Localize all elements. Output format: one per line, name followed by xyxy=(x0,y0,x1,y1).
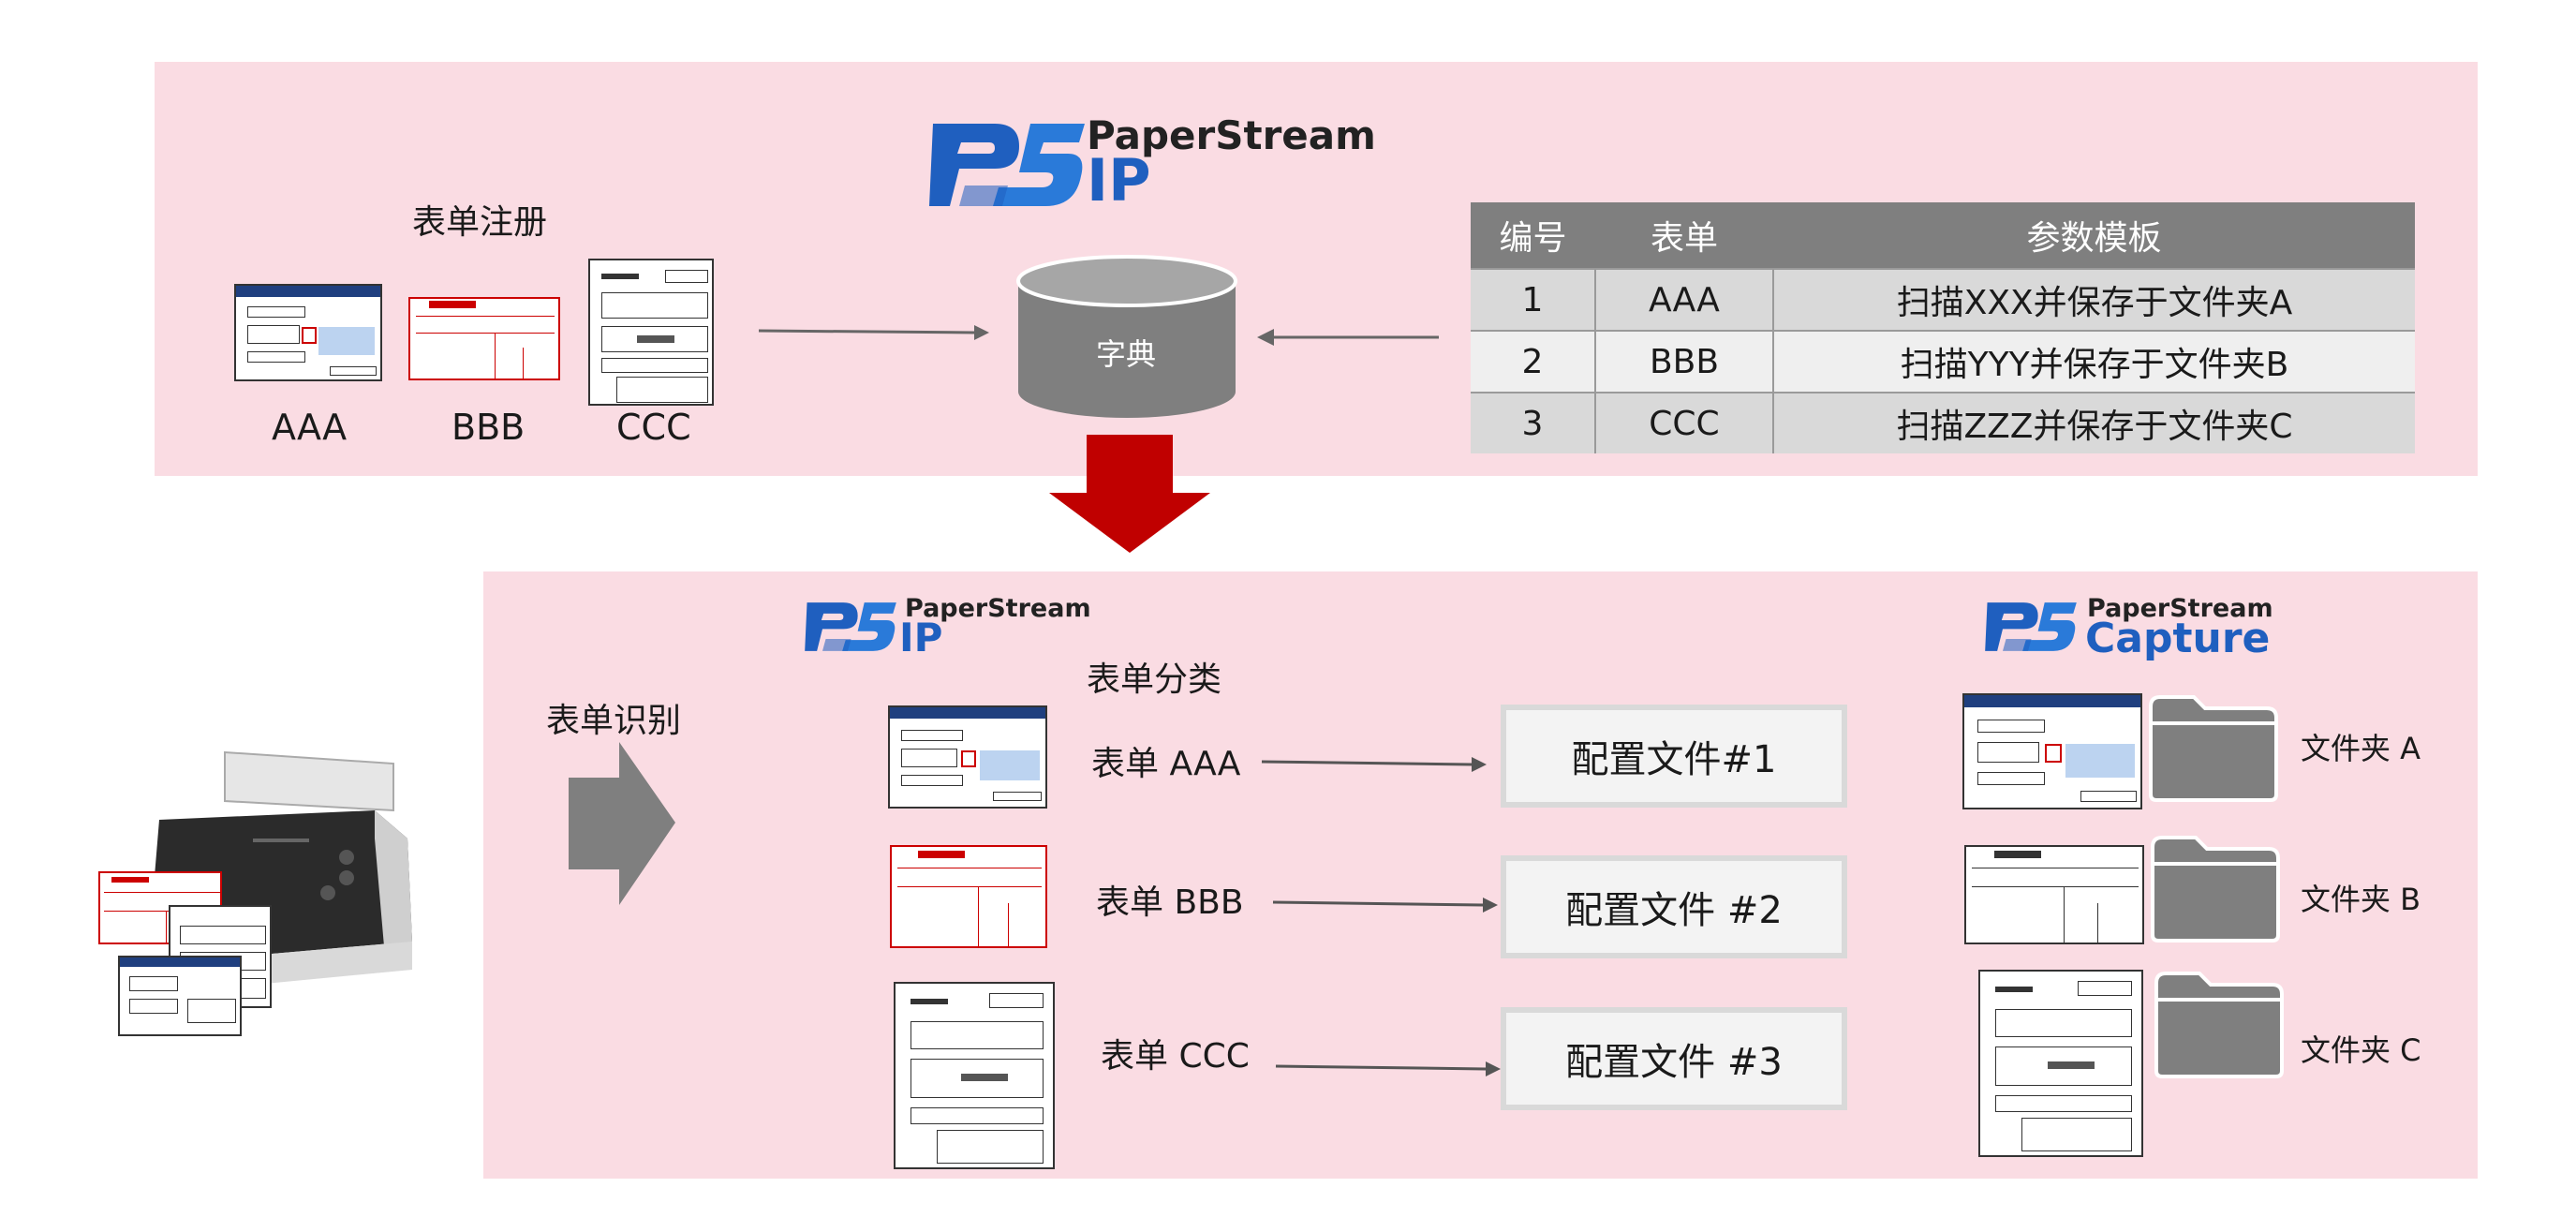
parameter-template-table: 编号 表单 参数模板 1 AAA 扫描XXX并保存于文件夹A 2 BBB 扫描Y… xyxy=(1471,202,2415,453)
arrow-forms-to-dictionary xyxy=(758,325,989,340)
arrow-ccc-to-profile xyxy=(1275,1061,1501,1076)
table-cell: 扫描ZZZ并保存于文件夹C xyxy=(1772,392,2415,453)
top-product-name: IP xyxy=(1087,146,1151,215)
folder-label-b: 文件夹 B xyxy=(2301,882,2421,917)
classified-form-label-aaa: 表单 AAA xyxy=(1091,745,1241,783)
output-doc-a-thumbnail xyxy=(1962,693,2142,809)
table-cell: 扫描YYY并保存于文件夹B xyxy=(1772,330,2415,393)
table-row: 1 AAA 扫描XXX并保存于文件夹A xyxy=(1471,268,2415,331)
form-label-aaa: AAA xyxy=(272,407,348,448)
form-recognition-label: 表单识别 xyxy=(546,702,682,740)
form-label-bbb: BBB xyxy=(452,407,526,448)
output-doc-b-thumbnail xyxy=(1964,845,2144,944)
big-down-arrow-icon xyxy=(1049,435,1210,553)
arrow-aaa-to-profile xyxy=(1261,757,1487,772)
top-brand-name: PaperStream xyxy=(1087,112,1376,158)
form-ccc-thumbnail xyxy=(588,259,714,406)
folder-a-icon xyxy=(2149,695,2278,802)
table-header-form: 表单 xyxy=(1595,202,1773,269)
dictionary-label: 字典 xyxy=(1096,336,1157,372)
folder-c-icon xyxy=(2154,972,2284,1078)
table-cell: 3 xyxy=(1471,392,1595,453)
table-cell: 扫描XXX并保存于文件夹A xyxy=(1772,268,2415,331)
arrow-bbb-to-profile xyxy=(1272,898,1498,913)
output-doc-c-thumbnail xyxy=(1978,970,2143,1157)
form-bbb-thumbnail xyxy=(408,297,560,380)
table-row: 3 CCC 扫描ZZZ并保存于文件夹C xyxy=(1471,392,2415,453)
paperstream-ps-icon xyxy=(929,124,1085,206)
classified-form-ccc-thumbnail xyxy=(894,982,1055,1169)
folder-b-icon xyxy=(2151,836,2280,943)
dictionary-cylinder-icon xyxy=(1016,255,1237,418)
table-row: 2 BBB 扫描YYY并保存于文件夹B xyxy=(1471,330,2415,393)
folder-label-a: 文件夹 A xyxy=(2301,731,2421,766)
capture-brand-name: PaperStream xyxy=(2087,594,2273,623)
classified-form-aaa-thumbnail xyxy=(888,705,1047,809)
form-label-ccc: CCC xyxy=(616,407,691,448)
form-aaa-thumbnail xyxy=(234,284,382,381)
form-registration-label: 表单注册 xyxy=(412,203,548,242)
folder-label-c: 文件夹 C xyxy=(2301,1032,2421,1068)
profile-box-2: 配置文件 #2 xyxy=(1501,855,1847,958)
paperstream-capture-icon xyxy=(1985,602,2077,651)
table-cell: CCC xyxy=(1594,392,1773,453)
table-cell: BBB xyxy=(1594,330,1773,393)
profile-box-3: 配置文件 #3 xyxy=(1501,1007,1847,1110)
table-cell: 1 xyxy=(1471,268,1595,331)
table-header-template: 参数模板 xyxy=(1773,202,2415,269)
classified-form-label-bbb: 表单 BBB xyxy=(1096,883,1244,922)
arrow-table-to-dictionary xyxy=(1257,329,1439,346)
classified-form-label-ccc: 表单 CCC xyxy=(1101,1037,1250,1076)
bottom-ip-product-name: IP xyxy=(899,615,943,661)
classified-form-bbb-thumbnail xyxy=(890,845,1047,948)
scanned-doc-blue-icon xyxy=(118,956,242,1036)
capture-product-name: Capture xyxy=(2085,615,2271,662)
form-classification-label: 表单分类 xyxy=(1087,661,1222,699)
table-cell: AAA xyxy=(1594,268,1773,331)
recognition-panel xyxy=(483,571,2478,1179)
profile-box-1: 配置文件#1 xyxy=(1501,705,1847,808)
table-cell: 2 xyxy=(1471,330,1595,393)
bottom-ip-brand-name: PaperStream xyxy=(905,594,1091,623)
paperstream-ip-small-icon xyxy=(805,602,896,651)
recognition-arrow-icon xyxy=(569,742,675,905)
table-header-number: 编号 xyxy=(1471,202,1595,269)
